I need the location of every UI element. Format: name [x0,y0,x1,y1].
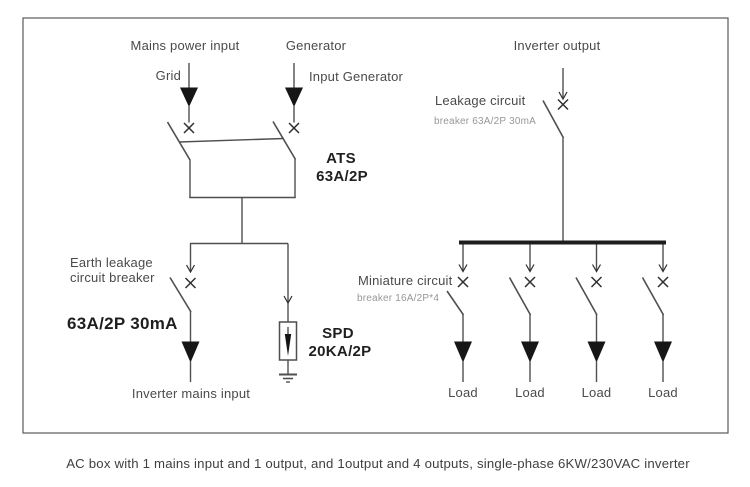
earth-leakage-rating: 63A/2P 30mA [67,314,178,333]
ats-switch-symbol [166,121,297,244]
miniature-breaker-label-line2: breaker 16A/2P*4 [357,293,439,304]
load-branch-4 [641,244,672,382]
load-branch-1 [446,244,472,382]
leakage-breaker-label-line1: Leakage circuit [435,93,526,108]
input-generator-label: Input Generator [309,69,404,84]
ats-rating: 63A/2P [316,168,368,185]
diagram-caption: AC box with 1 mains input and 1 output, … [66,456,690,471]
mains-power-input-label: Mains power input [131,38,240,53]
spd-rating: 20KA/2P [309,343,372,360]
load-label-2: Load [515,385,545,400]
generator-label: Generator [286,38,347,53]
spd-name: SPD [322,325,354,342]
load-label-1: Load [448,385,478,400]
load-branch-3 [575,244,606,382]
diagram-border [22,17,729,434]
spd-symbol [278,243,298,383]
inverter-mains-input-label: Inverter mains input [132,386,250,401]
leakage-breaker-label-line2: breaker 63A/2P 30mA [434,116,536,127]
grid-label: Grid [156,68,181,83]
leakage-breaker-symbol [542,68,569,241]
load-label-4: Load [648,385,678,400]
miniature-breaker-label-line1: Miniature circuit [358,273,453,288]
generator-input-feed-arrow [285,63,303,134]
load-label-3: Load [582,385,612,400]
earth-leakage-label-line2: circuit breaker [70,270,155,285]
earth-leakage-breaker-symbol [169,243,200,382]
load-branch-2 [508,244,539,382]
grid-input-feed-arrow [180,63,198,134]
earth-leakage-label-line1: Earth leakage [70,255,153,270]
ats-name: ATS [326,150,356,167]
inverter-output-label: Inverter output [514,38,601,53]
